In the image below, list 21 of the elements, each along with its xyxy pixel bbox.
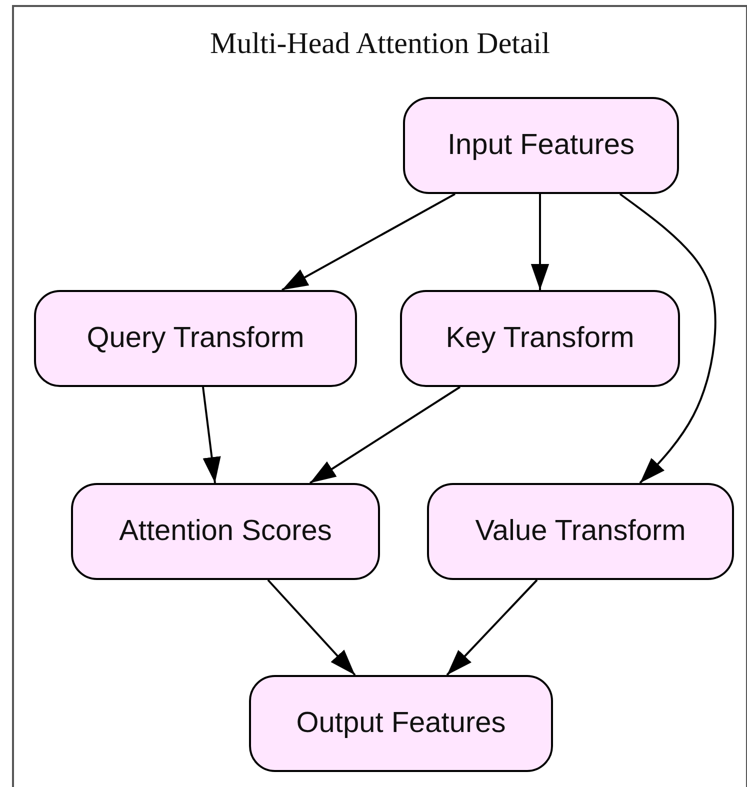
arrow: [282, 193, 456, 291]
arrow: [309, 386, 461, 484]
process-box: [34, 290, 357, 387]
cluster-frame: [12, 5, 747, 787]
process-box: [403, 97, 679, 194]
arrow: [267, 579, 356, 676]
cluster-title: Multi-Head Attention Detail: [209, 27, 551, 61]
arrow: [530, 194, 550, 290]
arrow: [446, 579, 538, 676]
process-box: [400, 290, 680, 387]
arrow: [619, 193, 716, 484]
node-label: Input Features: [448, 129, 634, 162]
process-box: [427, 483, 734, 580]
node-label: Value Transform: [475, 515, 686, 548]
arrow: [202, 386, 221, 484]
process-box: [71, 483, 380, 580]
process-box: [249, 675, 553, 772]
node-label: Key Transform: [446, 322, 634, 355]
node-label: Output Features: [296, 707, 506, 740]
node-label: Attention Scores: [119, 515, 332, 548]
node-label: Query Transform: [86, 322, 304, 355]
